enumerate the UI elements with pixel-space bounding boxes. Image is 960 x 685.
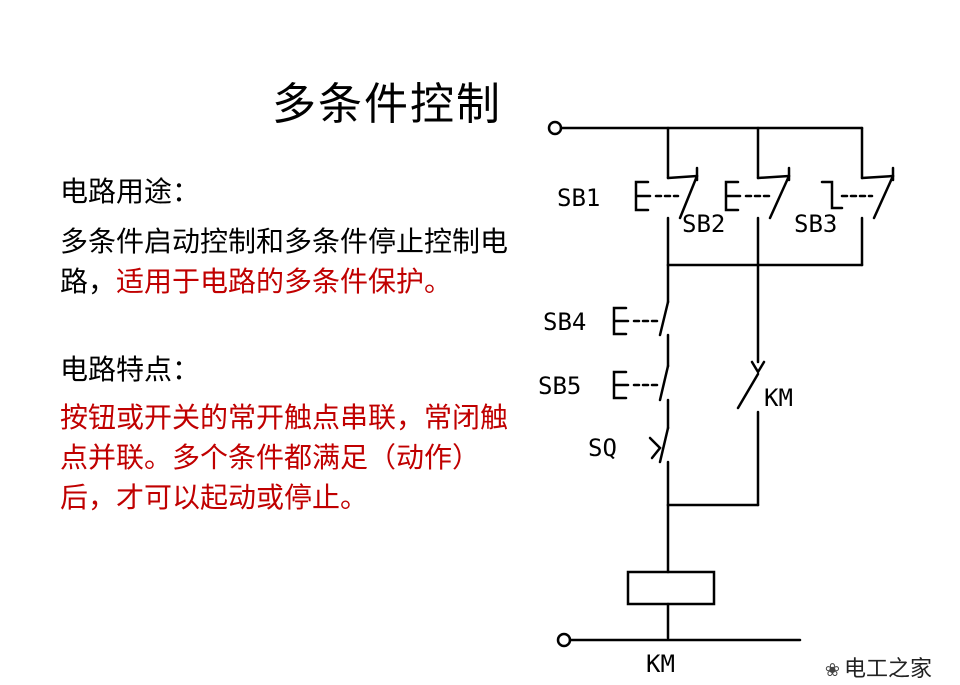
bottom-terminal (556, 632, 572, 648)
watermark-text: 电工之家 (843, 657, 932, 682)
sq-contact (648, 426, 670, 507)
label-sb5: SB5 (538, 372, 581, 400)
sb4-contact (612, 300, 670, 368)
sb5-contact (612, 364, 670, 430)
label-km-coil: KM (646, 650, 675, 678)
label-km-contact: KM (764, 384, 793, 412)
label-sq: SQ (588, 434, 617, 462)
feature-heading: 电路特点： (60, 353, 201, 386)
watermark: ❀电工之家 (825, 651, 932, 683)
label-sb4: SB4 (543, 308, 586, 336)
label-sb1: SB1 (557, 184, 600, 212)
sb1-contact (634, 166, 699, 220)
km-holding-contact (736, 263, 766, 507)
wechat-icon: ❀ (824, 660, 840, 681)
slide-title: 多条件控制 (272, 79, 502, 130)
feature-paragraph: 按钮或开关的常开触点串联，常闭触点并联。多个条件都满足（动作）后，才可以起动或停… (60, 401, 509, 514)
usage-heading: 电路用途： (60, 175, 201, 208)
label-sb2: SB2 (682, 210, 725, 238)
top-terminal (547, 120, 563, 136)
km-coil (626, 570, 716, 606)
usage-text-black: 多条件启动控制和多条件停止控制电路， (60, 225, 509, 298)
sb3-contact (820, 166, 895, 220)
usage-paragraph: 多条件启动控制和多条件停止控制电路，适用于电路的多条件保护。 (60, 222, 510, 302)
label-sb3: SB3 (794, 210, 837, 238)
sb2-contact (724, 166, 791, 220)
usage-text-red: 适用于电路的多条件保护。 (116, 265, 453, 298)
